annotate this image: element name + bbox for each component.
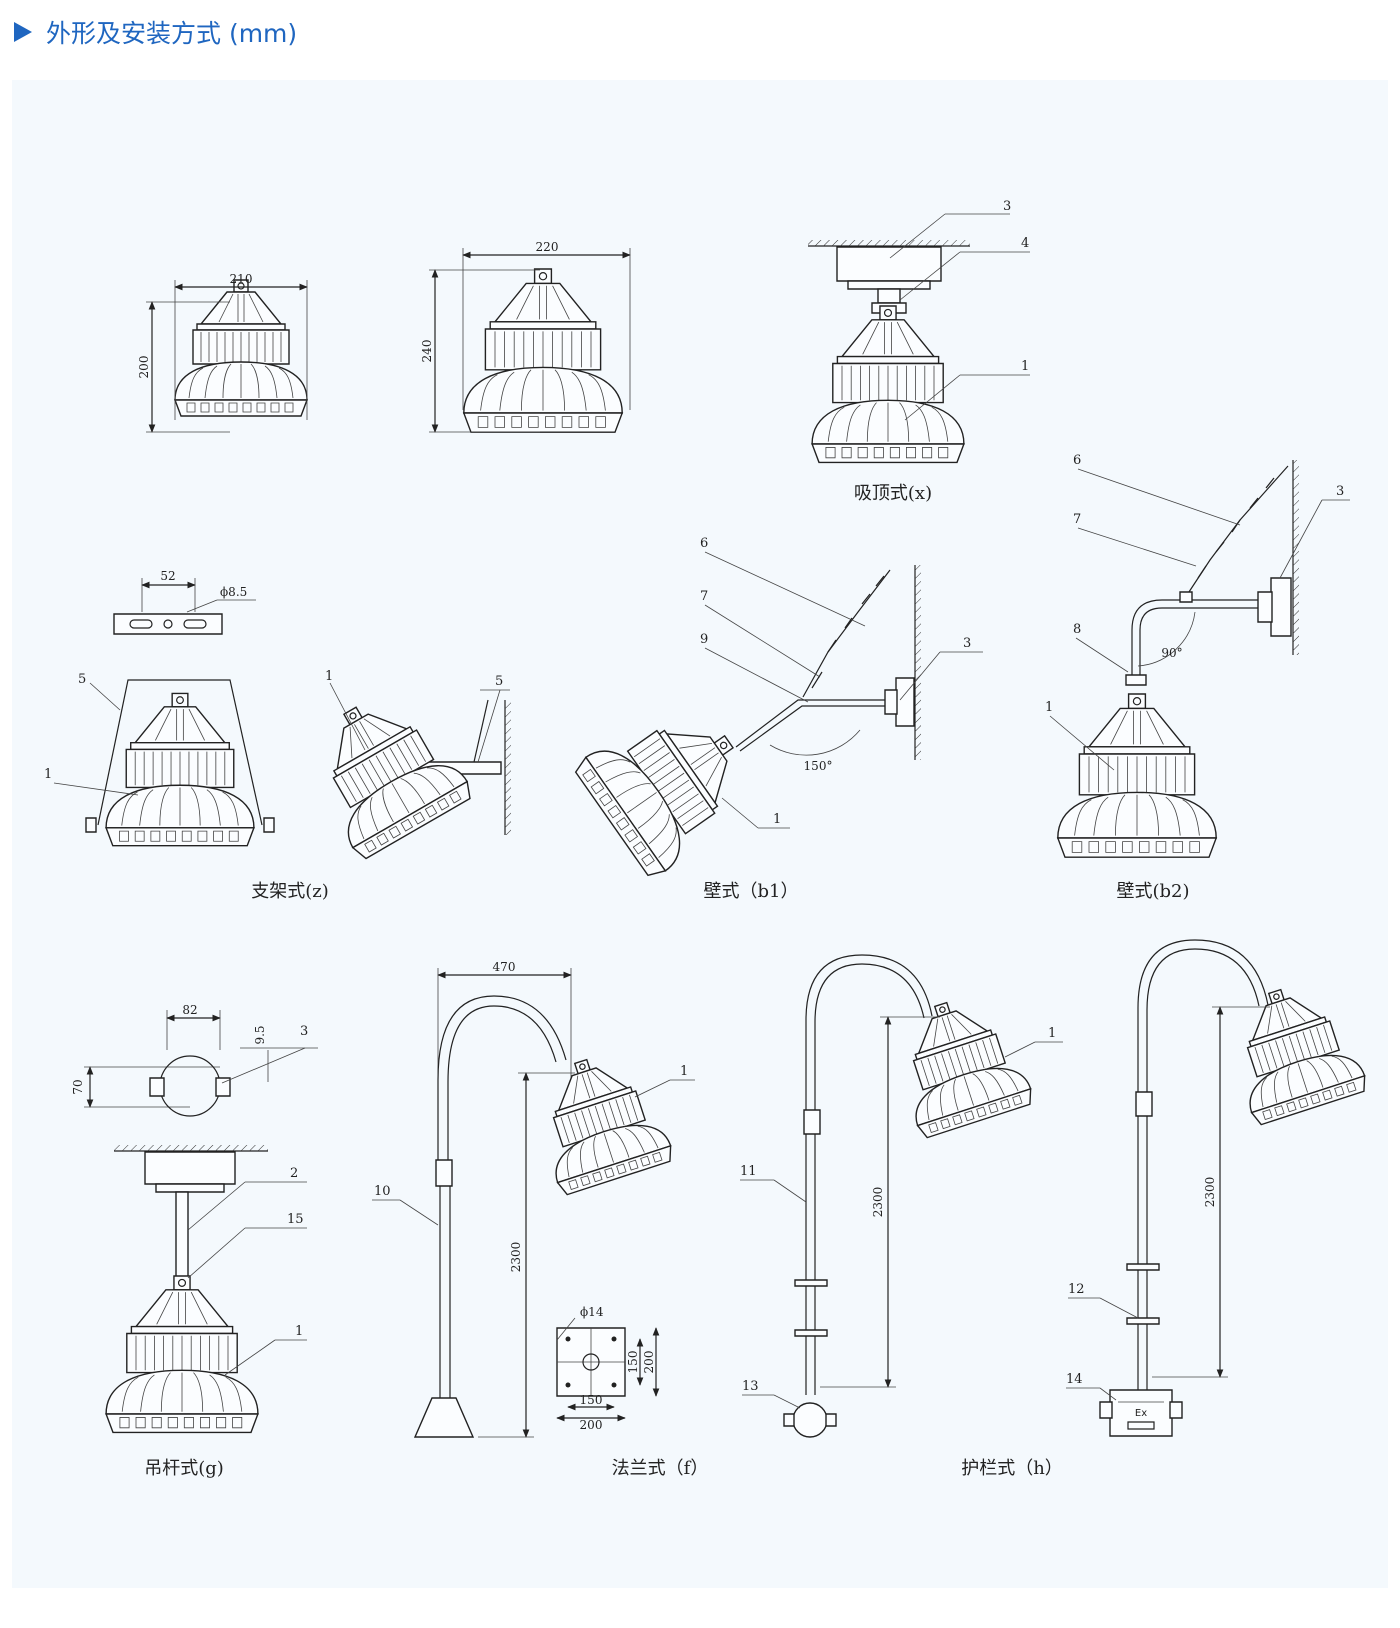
callout-g-15: 15 — [287, 1212, 304, 1227]
callout-x-4: 4 — [1021, 236, 1029, 251]
callout-b1-1: 1 — [773, 812, 781, 827]
caption-flange-mount: 法兰式（f） — [612, 1458, 709, 1479]
angle-b1: 150° — [804, 759, 833, 773]
dim-guardrail-height-2: 2300 — [1203, 1177, 1217, 1208]
bracket-mount-view: 5 1 — [44, 672, 274, 847]
callout-z-1: 1 — [44, 767, 52, 782]
callout-b2-8: 8 — [1073, 622, 1081, 637]
flange-pole-view: 470 2300 1 10 ϕ14 150 200 150 — [372, 960, 708, 1479]
callout-f-1: 1 — [680, 1064, 688, 1079]
callout-g-3: 3 — [300, 1024, 308, 1039]
callout-f-10: 10 — [374, 1184, 391, 1199]
callout-h-12: 12 — [1068, 1282, 1085, 1297]
caption-bracket-mount: 支架式(z) — [251, 881, 329, 902]
dim-hole-dia: ϕ8.5 — [220, 585, 247, 599]
dim-bracket-height: 70 — [71, 1079, 85, 1094]
callout-h-14: 14 — [1066, 1372, 1083, 1387]
section-title: 外形及安装方式 (mm) — [46, 19, 298, 48]
play-triangle-icon — [14, 22, 32, 42]
dim-bracket-width: 82 — [182, 1003, 197, 1017]
guardrail-view-1: 2300 1 11 13 — [740, 955, 1063, 1437]
callout-b1-7: 7 — [700, 589, 708, 604]
dim-flange-hole: ϕ14 — [580, 1305, 604, 1319]
wall-mount-b1-view: 150° 6 7 9 3 1 壁式（b1） — [571, 536, 983, 902]
section-header: 外形及安装方式 (mm) — [14, 14, 297, 50]
dim-width-2: 220 — [536, 240, 559, 254]
dim-flange-inner-v: 150 — [626, 1351, 640, 1374]
callout-b1-9: 9 — [700, 632, 708, 647]
dim-bracket-thickness: 9.5 — [253, 1025, 267, 1044]
callout-side-1: 1 — [325, 669, 333, 684]
callout-b2-1: 1 — [1045, 700, 1053, 715]
callout-b2-6: 6 — [1073, 453, 1081, 468]
caption-wall-b2: 壁式(b2) — [1116, 881, 1189, 902]
callout-g-1: 1 — [295, 1324, 303, 1339]
wall-mount-b2-view: 90° 6 7 3 8 1 壁式(b2) — [1045, 453, 1350, 902]
dim-height-2: 240 — [420, 340, 434, 363]
caption-ceiling-mount: 吸顶式(x) — [854, 483, 932, 504]
caption-pendant-mount: 吊杆式(g) — [144, 1458, 224, 1479]
callout-b1-6: 6 — [700, 536, 708, 551]
dim-width-1: 210 — [230, 272, 253, 286]
dim-pole-height: 2300 — [509, 1242, 523, 1273]
pendant-mount-view: 82 9.5 70 3 2 15 1 吊杆式(g) — [71, 1003, 318, 1479]
callout-g-2: 2 — [290, 1166, 298, 1181]
bracket-plate-view: 52 ϕ8.5 — [114, 569, 256, 634]
dim-flange-arm: 470 — [493, 960, 516, 974]
dim-slot-spacing: 52 — [160, 569, 175, 583]
callout-b2-3: 3 — [1336, 484, 1344, 499]
callout-z-5: 5 — [78, 672, 86, 687]
dim-height-1: 200 — [137, 356, 151, 379]
side-bracket-view: 1 5 — [292, 669, 511, 863]
guardrail-view-2: Ex 2300 12 14 — [1066, 940, 1370, 1436]
callout-x-1: 1 — [1021, 359, 1029, 374]
ceiling-mount-view: 3 4 1 吸顶式(x) — [808, 199, 1030, 504]
callout-h-11: 11 — [740, 1164, 757, 1179]
callout-b1-3: 3 — [963, 636, 971, 651]
callout-x-3: 3 — [1003, 199, 1011, 214]
dim-flange-outer-v: 200 — [642, 1351, 656, 1374]
dim-flange-outer: 200 — [580, 1418, 603, 1432]
caption-wall-b1: 壁式（b1） — [704, 881, 799, 902]
callout-h-13: 13 — [742, 1379, 759, 1394]
callout-b2-7: 7 — [1073, 512, 1081, 527]
lamp-view-1: 210 200 — [137, 272, 308, 433]
callout-h-1: 1 — [1048, 1026, 1056, 1041]
dim-guardrail-height-1: 2300 — [871, 1187, 885, 1218]
callout-side-5: 5 — [495, 674, 503, 689]
caption-guardrail-mount: 护栏式（h） — [961, 1458, 1063, 1479]
lamp-view-2: 220 240 — [420, 240, 631, 434]
ex-box-label: Ex — [1135, 1408, 1147, 1419]
dim-flange-inner: 150 — [580, 1393, 603, 1407]
angle-b2: 90° — [1161, 646, 1182, 660]
